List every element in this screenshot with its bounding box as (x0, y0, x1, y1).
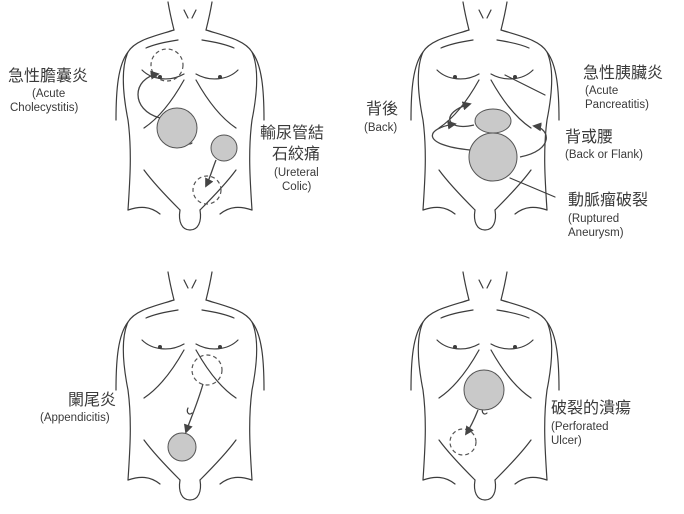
cholecystitis-en-2: Cholecystitis) (10, 102, 79, 114)
pancreatitis-zh: 急性胰臟炎 (583, 63, 663, 82)
cholecystitis-en-1: (Acute (32, 88, 65, 100)
ulcer-en-2: Ulcer) (551, 435, 582, 447)
shoulder-arrow (138, 74, 160, 118)
ureteral-pain-area (211, 135, 237, 161)
ureteral-zh-1: 輸尿管結 (260, 123, 324, 142)
groin-arrow (206, 160, 216, 186)
ureteral-en-2: Colic) (282, 181, 312, 193)
gallbladder-pain-area (157, 108, 197, 148)
cholecystitis-zh: 急性膽囊炎 (8, 66, 88, 85)
appendix-pain-area (168, 433, 196, 461)
flank-arrow (520, 126, 546, 157)
aneurysm-zh: 動脈瘤破裂 (568, 190, 648, 209)
panel-appendicitis: 闌尾炎 (Appendicitis) (40, 272, 264, 500)
back-zh: 背後 (366, 99, 398, 118)
aneurysm-pain-area (469, 133, 517, 181)
pancreatitis-leader (505, 75, 545, 95)
back-en: (Back) (364, 122, 397, 134)
ureteral-zh-2: 石絞痛 (272, 144, 320, 163)
pancreatitis-en-1: (Acute (585, 85, 618, 97)
pancreas-pain-area (475, 109, 511, 133)
ulcer-zh: 破裂的潰瘍 (551, 398, 631, 417)
ulcer-en-1: (Perforated (551, 421, 609, 433)
back-flank-zh: 背或腰 (565, 127, 613, 146)
back-arrow-2 (432, 124, 470, 150)
aneurysm-en-1: (Ruptured (568, 213, 619, 225)
appendicitis-en: (Appendicitis) (40, 412, 110, 424)
pancreatitis-en-2: Pancreatitis) (585, 99, 649, 111)
lower-referred-area (450, 429, 476, 455)
ulcer-arrow (466, 410, 478, 434)
aneurysm-en-2: Aneurysm) (568, 227, 624, 239)
panel-cholecystitis: 急性膽囊炎 (Acute Cholecystitis) 輸尿管結 石絞痛 (Ur… (8, 2, 324, 230)
appendicitis-zh: 闌尾炎 (68, 390, 116, 409)
panel-pancreatitis: 背後 (Back) 急性胰臟炎 (Acute Pancreatitis) 背或腰… (364, 2, 663, 239)
groin-referred-area (193, 176, 221, 204)
panel-ulcer: 破裂的潰瘍 (Perforated Ulcer) (411, 272, 631, 500)
back-flank-en: (Back or Flank) (565, 149, 643, 161)
ulcer-pain-area (464, 370, 504, 410)
ureteral-en-1: (Ureteral (274, 167, 319, 179)
